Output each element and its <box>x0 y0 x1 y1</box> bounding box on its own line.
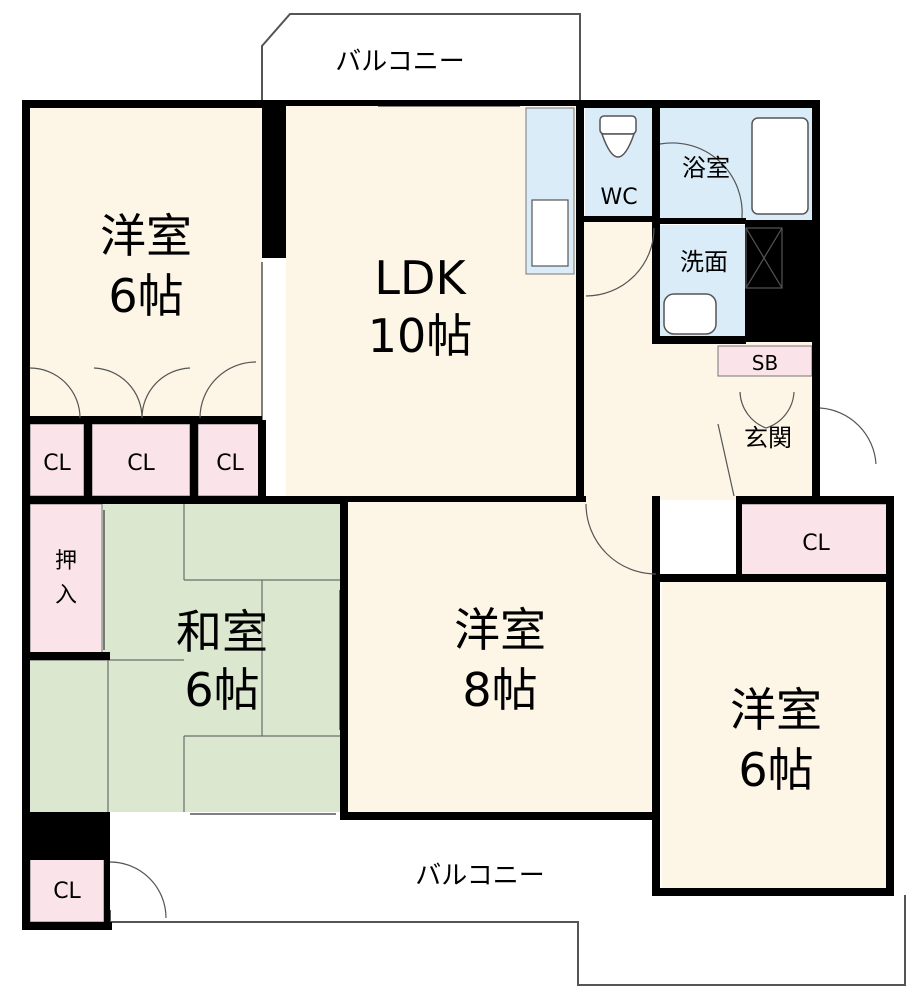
bath-label: 浴室 <box>682 154 730 182</box>
entrance-label: 玄関 <box>744 424 792 452</box>
closet-2 <box>91 423 191 497</box>
balcony-top-outline <box>261 13 581 100</box>
ldk-size: 10帖 <box>368 309 473 363</box>
western-room-1-size: 6帖 <box>108 269 183 323</box>
tatami-lines <box>30 502 340 812</box>
walls <box>22 100 894 930</box>
western-room-2-size: 8帖 <box>462 663 537 717</box>
western-room-2-name: 洋室 <box>454 603 546 657</box>
closet-entrance-label: CL <box>802 531 830 556</box>
balcony-top-label: バルコニー <box>335 47 464 77</box>
western-room-3-floor <box>662 580 890 892</box>
closet-2-label: CL <box>127 451 155 476</box>
ldk-name: LDK <box>374 251 467 305</box>
stove-fixture <box>531 199 569 267</box>
oshiire-label-top: 押 <box>55 549 77 574</box>
washitsu-name: 和室 <box>176 605 268 659</box>
sb-label: SB <box>752 351 778 375</box>
washing-machine-fixture <box>745 227 783 289</box>
oshiire-closet <box>29 503 103 657</box>
washitsu-size: 6帖 <box>184 663 259 717</box>
closet-1-label: CL <box>43 451 71 476</box>
western-room-3-size: 6帖 <box>738 743 813 797</box>
door-swings <box>29 142 877 919</box>
western-room-3-name: 洋室 <box>730 683 822 737</box>
balcony-bottom-outline <box>109 895 906 986</box>
western-room-1-name: 洋室 <box>100 209 192 263</box>
wc-label: WC <box>600 185 637 210</box>
western-room-1-floor <box>30 106 262 422</box>
closet-bottom-label: CL <box>53 879 81 904</box>
toilet-fixture <box>599 115 637 158</box>
oshiire-label-bottom: 入 <box>55 583 77 608</box>
balcony-bottom-label: バルコニー <box>415 861 544 891</box>
closet-bottom <box>29 857 105 923</box>
bathtub-fixture <box>751 117 809 215</box>
washroom-label: 洗面 <box>680 248 728 276</box>
washbasin-fixture <box>663 293 717 335</box>
sb-floor <box>717 345 813 377</box>
closet-3-label: CL <box>216 451 244 476</box>
western-room-2-floor <box>346 502 656 814</box>
